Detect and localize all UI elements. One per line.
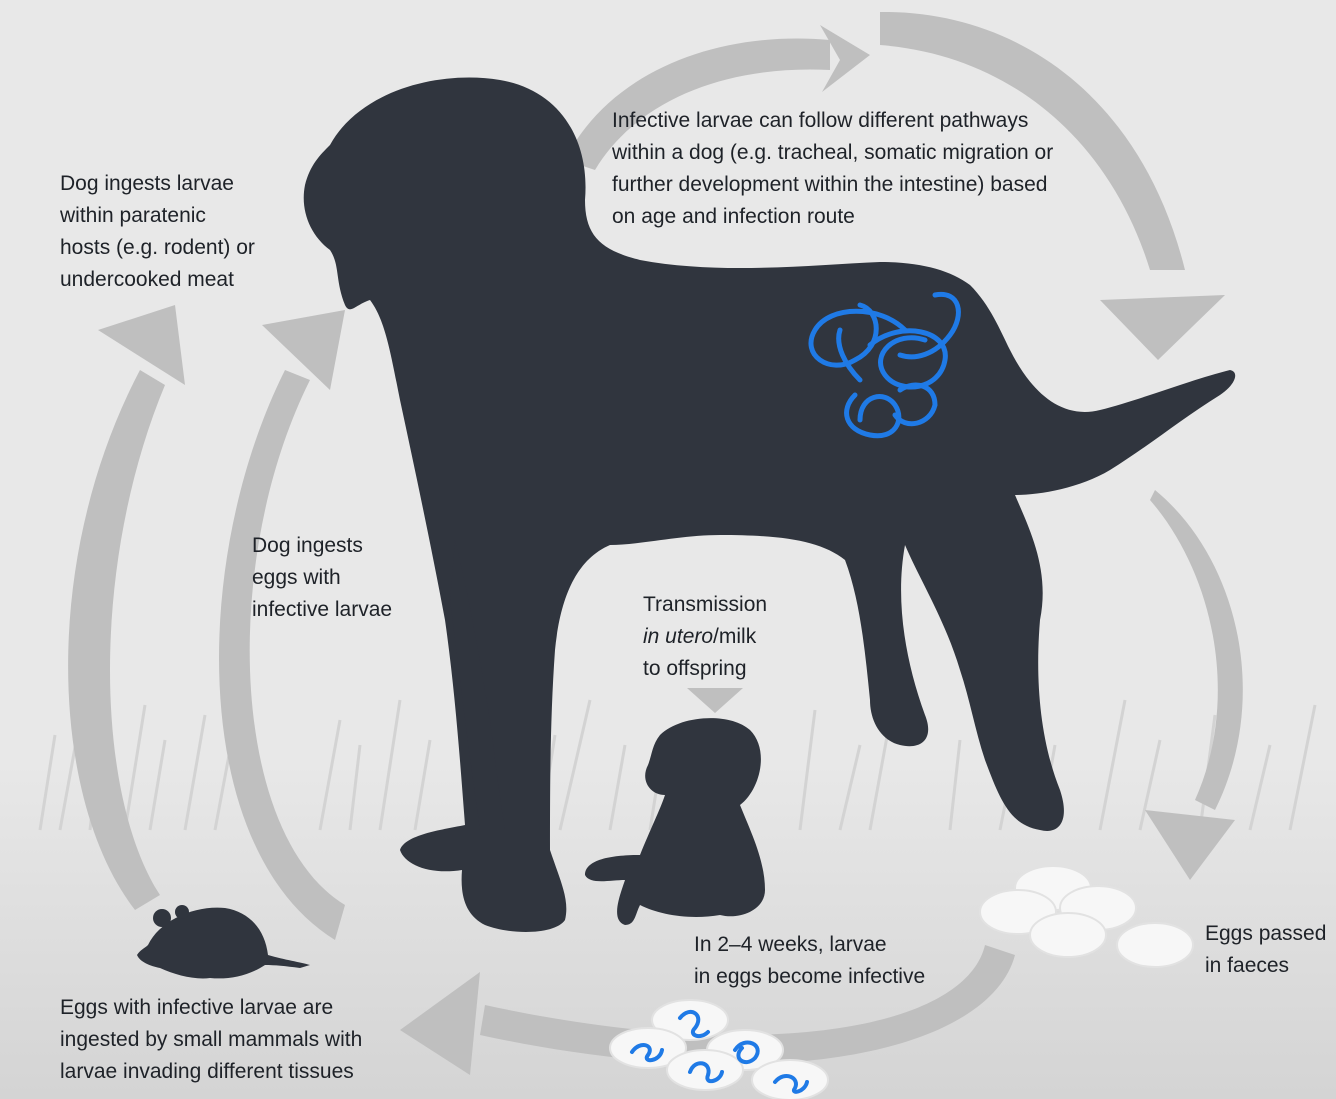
label-dog-ingests-larvae: Dog ingests larvae within paratenic host…	[60, 172, 255, 291]
transmission-line-2: in utero/milk	[643, 621, 803, 653]
arrow-left-outer	[68, 370, 165, 910]
arrow-left-inner-head	[262, 310, 345, 390]
arrow-bottom-head	[400, 972, 480, 1075]
label-eggs-passed: Eggs passed in faeces	[1205, 922, 1327, 977]
dog-silhouette-icon	[303, 77, 1236, 932]
arrow-left-outer-head	[98, 305, 185, 385]
mouse-silhouette-icon	[137, 905, 310, 979]
arrow-transmission	[687, 688, 743, 713]
label-dog-ingests-eggs: Dog ingests eggs with infective larvae	[252, 534, 393, 621]
arrow-right	[880, 11, 1185, 271]
embryonated-egg-cluster-icon	[609, 999, 829, 1099]
arrow-lower-right	[1150, 490, 1243, 810]
arrow-bottom	[480, 945, 1015, 1065]
label-eggs-become-infective: In 2–4 weeks, larvae in eggs become infe…	[694, 933, 926, 988]
arrow-left-inner	[219, 370, 345, 940]
label-larvae-pathways: Infective larvae can follow different pa…	[612, 109, 1054, 228]
arrow-top	[565, 38, 830, 170]
transmission-italic: in utero	[643, 625, 714, 648]
cycle-arrows	[68, 11, 1243, 1075]
puppy-silhouette-icon	[585, 718, 765, 925]
egg-cluster-icon	[979, 865, 1194, 968]
roundworm-icon	[808, 291, 961, 439]
arrow-lower-right-head	[1145, 810, 1235, 880]
label-transmission: Transmission in utero/milk to offspring	[643, 589, 803, 685]
arrow-top-head	[820, 25, 870, 92]
transmission-rest: /milk	[713, 625, 757, 648]
transmission-line-1: Transmission	[643, 593, 768, 616]
transmission-line-3: to offspring	[643, 657, 747, 680]
label-small-mammals: Eggs with infective larvae are ingested …	[60, 996, 363, 1083]
arrow-right-head	[1100, 295, 1225, 360]
